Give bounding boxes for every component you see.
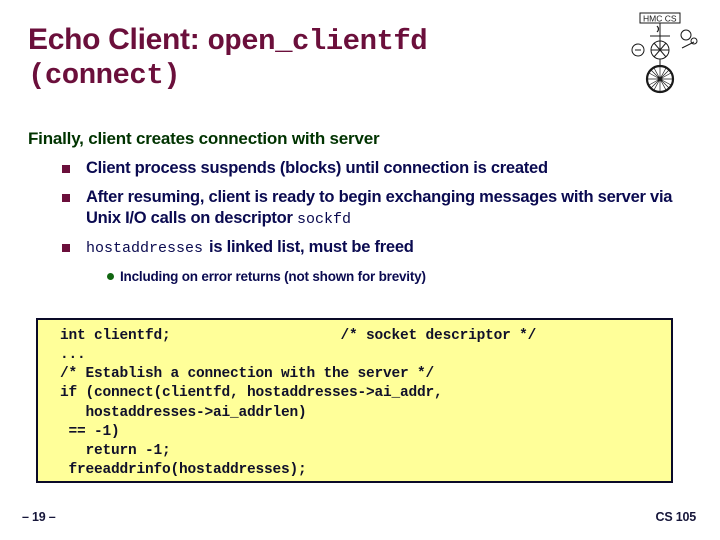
page-title-function-name: open_clientfd [207, 25, 428, 58]
page-title: Echo Client: open_clientfd (connect) [28, 22, 608, 93]
circle-bullet-icon [107, 273, 114, 281]
page-title-line-2: (connect) [28, 59, 608, 93]
bullet-item: After resuming, client is ready to begin… [28, 187, 692, 230]
svg-text:HMC CS: HMC CS [643, 14, 677, 24]
slide-body: Finally, client creates connection with … [28, 128, 692, 286]
sub-bullet-text: Including on error returns (not shown fo… [120, 269, 426, 285]
bullet-code-term: hostaddresses [86, 239, 204, 257]
sub-bullet-list: Including on error returns (not shown fo… [28, 268, 692, 286]
sub-bullet-item: Including on error returns (not shown fo… [28, 268, 692, 286]
bullet-item: Client process suspends (blocks) until c… [28, 158, 692, 179]
section-heading: Finally, client creates connection with … [28, 129, 380, 148]
bullet-text: Client process suspends (blocks) until c… [86, 159, 548, 178]
slide-number: – 19 – [22, 510, 56, 524]
bullet-code-term: sockfd [296, 211, 351, 229]
code-block: int clientfd; /* socket descriptor */ ..… [36, 318, 673, 483]
bullet-item: hostaddresses is linked list, must be fre… [28, 237, 692, 259]
page-title-line-1: Echo Client: open_clientfd [28, 22, 608, 59]
page-title-syscall-name: (connect) [28, 59, 181, 93]
bullet-text: is linked list, must be freed [209, 237, 414, 256]
square-bullet-icon [62, 165, 70, 174]
square-bullet-icon [62, 193, 70, 202]
code-block-text: int clientfd; /* socket descriptor */ ..… [60, 328, 537, 478]
page-title-prefix: Echo Client: [28, 23, 208, 56]
hmc-cs-bicycle-logo: HMC CS [624, 6, 704, 98]
course-label: CS 105 [655, 510, 697, 524]
bullet-list: Client process suspends (blocks) until c… [28, 158, 692, 258]
bullet-text: After resuming, client is ready to begin… [86, 187, 673, 228]
square-bullet-icon [62, 243, 70, 252]
